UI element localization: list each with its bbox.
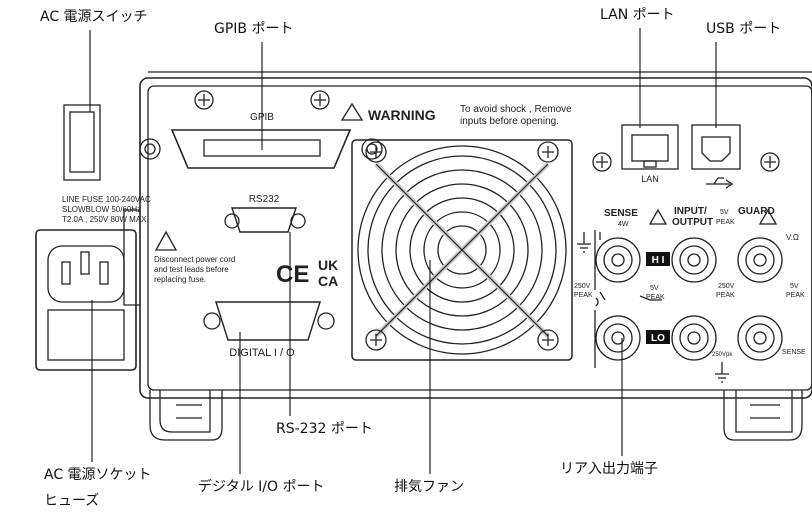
input-output-text-1: INPUT/ — [674, 206, 707, 217]
v250-left: 250V — [574, 283, 591, 290]
peak5v-top-2: PEAK — [716, 219, 735, 226]
label-digital-io-port: デジタル I/O ポート — [198, 479, 325, 495]
lo-tag: LO — [651, 333, 665, 344]
peak-mid: PEAK — [646, 294, 665, 301]
ukca-mark-1: UK — [318, 257, 338, 273]
label-lan-port: LAN ポート — [600, 7, 675, 23]
label-exhaust-fan: 排気ファン — [394, 479, 464, 495]
label-gpib-port: GPIB ポート — [214, 21, 294, 37]
label-fuse: ヒューズ — [44, 493, 100, 509]
disconnect-text-2: and test leads before — [154, 265, 229, 274]
label-ac-power-switch: AC 電源スイッチ — [40, 9, 148, 25]
sense-4w-text: 4W — [618, 221, 629, 228]
peak-left: PEAK — [574, 292, 593, 299]
peak-right: PEAK — [716, 292, 735, 299]
fuse-text-3: T2.0A , 250V 80W MAX. — [62, 215, 149, 224]
hi-tag: H I — [652, 255, 665, 266]
warning-line-1: To avoid shock , Remove — [460, 104, 572, 115]
peak5v-top-1: 5V — [720, 209, 729, 216]
disconnect-text-3: replacing fuse. — [154, 275, 206, 284]
ukca-mark-2: CA — [318, 273, 338, 289]
label-rear-terminals: リア入出力端子 — [560, 461, 658, 477]
v250-right: 250V — [718, 283, 735, 290]
fuse-text-1: LINE FUSE 100-240VAC — [62, 195, 151, 204]
lan-text: LAN — [641, 174, 659, 184]
v5-mid: 5V — [650, 285, 659, 292]
v250pk-text: 250Vpk — [712, 352, 733, 358]
peak-far-right: PEAK — [786, 292, 805, 299]
digital-io-text: DIGITAL I / O — [229, 347, 295, 359]
label-ac-socket: AC 電源ソケット — [44, 467, 152, 483]
rs232-text: RS232 — [249, 194, 280, 205]
ce-mark: CE — [276, 261, 309, 288]
warning-line-2: inputs before opening. — [460, 116, 559, 127]
label-usb-port: USB ポート — [706, 21, 782, 37]
disconnect-text-1: Disconnect power cord — [154, 255, 235, 264]
fuse-text-2: SLOWBLOW 50/60Hz — [62, 205, 141, 214]
v5-right: 5V — [790, 283, 799, 290]
v-ohm-text: V.Ω — [786, 233, 799, 242]
warning-title: WARNING — [368, 107, 436, 123]
label-rs232-port: RS-232 ポート — [276, 421, 373, 437]
guard-text: GUARD — [738, 206, 775, 217]
sense-bottom-text: SENSE — [782, 349, 806, 356]
sense-text: SENSE — [604, 208, 638, 219]
input-output-text-2: OUTPUT — [672, 217, 713, 228]
